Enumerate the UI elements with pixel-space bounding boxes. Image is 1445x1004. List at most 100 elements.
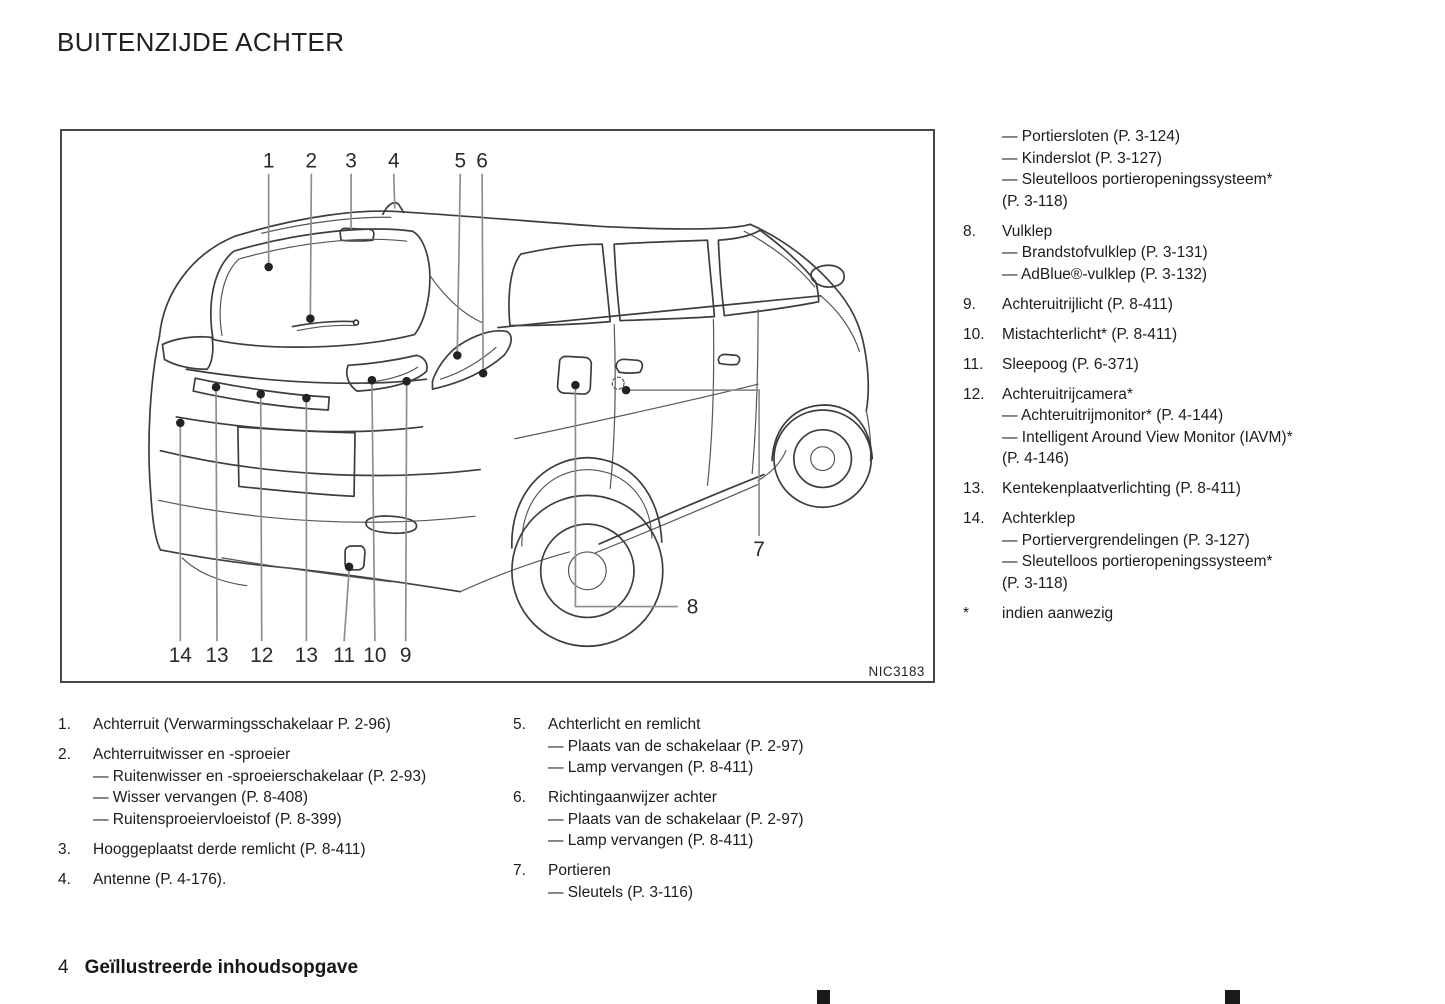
- legend-line: — Ruitensproeiervloeistof (P. 8-399): [93, 810, 342, 828]
- legend-line: Achterlicht en remlicht: [548, 716, 701, 733]
- legend-line: Achteruitrijlicht (P. 8-411): [1002, 295, 1173, 313]
- legend-item-lines: Achterruit (Verwarmingsschakelaar P. 2-9…: [93, 714, 391, 736]
- legend-item: — Portiersloten (P. 3-124)— Kinderslot (…: [963, 126, 1433, 212]
- legend-item-lines: Portieren — Sleutels (P. 3-116): [548, 860, 693, 903]
- callout-dot: [478, 368, 488, 378]
- callout-number: 9: [400, 644, 412, 667]
- legend-line: — Achteruitrijmonitor* (P. 4-144): [1002, 407, 1224, 424]
- callout-dot: [176, 418, 185, 428]
- legend-line: — Sleutels (P. 3-116): [548, 883, 694, 901]
- sill-line: [598, 473, 765, 545]
- legend-item: 8.Vulklep— Brandstofvulklep (P. 3-131)— …: [963, 221, 1433, 286]
- legend-item-lines: Achterlicht en remlicht — Plaats van de s…: [548, 714, 804, 779]
- callout-dot: [621, 385, 631, 395]
- windshield-line: [743, 230, 816, 288]
- callout-dot: [453, 351, 462, 360]
- left-tail-light: [161, 335, 214, 371]
- callout-line: [404, 385, 408, 642]
- legend-line: (P. 4-146): [1002, 450, 1069, 467]
- rear-wheel-rim: [539, 523, 635, 619]
- legend-item-number: 14.: [963, 510, 985, 527]
- callout-line: [574, 389, 678, 608]
- front-wheel-hub: [810, 446, 836, 472]
- tailgate-light-bar: [345, 354, 428, 392]
- legend-line: Vulklep: [1002, 222, 1053, 240]
- callout-number: 12: [250, 644, 273, 667]
- tailgate-light-inner: [360, 366, 419, 384]
- legend-line: — Ruitenwisser en -sproeierschakelaar (P…: [93, 767, 427, 785]
- legend-item: 13.Kentekenplaatverlichting (P. 8-411): [963, 478, 1433, 500]
- rear-wiper-arm: [291, 320, 355, 328]
- legend-line: — Portiersloten (P. 3-124): [1002, 128, 1181, 145]
- front-door-window: [717, 229, 820, 317]
- rear-window: [210, 228, 431, 348]
- callout-dot: [256, 389, 265, 399]
- legend-item-lines: — Portiersloten (P. 3-124)— Kinderslot (…: [1002, 126, 1273, 212]
- front-wheel-rim: [793, 428, 853, 489]
- under-bumper-shadow: [181, 557, 248, 587]
- legend-line: Achteruitrijcamera*: [1002, 385, 1133, 403]
- license-plate-recess: [237, 426, 356, 498]
- legend-line: Achterruitwisser en -sproeier: [93, 746, 291, 763]
- front-wheel-tire: [773, 409, 873, 509]
- legend-item-lines: Mistachterlicht* (P. 8-411): [1002, 324, 1177, 346]
- legend-line: (P. 3-118): [1002, 574, 1068, 592]
- legend-item: 10.Mistachterlicht* (P. 8-411): [963, 324, 1433, 346]
- legend-item-number: 6.: [513, 789, 526, 806]
- legend-line: — Sleutelloos portieropeningssysteem*: [1002, 553, 1273, 570]
- legend-item: 6. Richtingaanwijzer achter — Plaats van d…: [513, 787, 948, 852]
- callout-number: 2: [306, 150, 318, 173]
- rear-wheel-hub: [567, 551, 607, 591]
- legend-item-number: 12.: [963, 385, 985, 403]
- third-brake-light: [339, 227, 375, 242]
- callout-dot: [302, 393, 311, 403]
- legend-item-number: 11.: [963, 355, 984, 373]
- callout-number: 14: [169, 644, 192, 667]
- legend-line: — Portiervergrendelingen (P. 3-127): [1002, 531, 1250, 549]
- bumper-garnish-oval: [365, 515, 418, 535]
- legend-line: Achterruit (Verwarmingsschakelaar P. 2-9…: [93, 716, 391, 733]
- legend-item-lines: Kentekenplaatverlichting (P. 8-411): [1002, 478, 1241, 500]
- legend-line: Richtingaanwijzer achter: [548, 789, 717, 806]
- callout-number: 6: [476, 150, 488, 173]
- legend-item: 1.Achterruit (Verwarmingsschakelaar P. 2…: [58, 714, 523, 736]
- rear-wheel-arch: [511, 456, 663, 549]
- legend-line: — Plaats van de schakelaar (P. 2-97): [548, 810, 804, 828]
- front-door-handle: [717, 353, 741, 366]
- legend-item: 4.Antenne (P. 4-176).: [58, 869, 523, 891]
- legend-line: Portieren: [548, 862, 611, 879]
- page-title: BUITENZIJDE ACHTER: [57, 27, 345, 57]
- legend-item-number: 3.: [58, 840, 71, 858]
- callout-dot: [264, 262, 273, 272]
- side-tail-light-inner: [439, 346, 497, 380]
- legend-line: — Lamp vervangen (P. 8-411): [548, 832, 754, 849]
- rear-wheel-arch-inner: [521, 468, 653, 547]
- legend-item-number: 5.: [513, 716, 526, 733]
- tailgate-mid-crease: [175, 416, 424, 433]
- legend-line: — Plaats van de schakelaar (P. 2-97): [548, 737, 804, 755]
- legend-line: indien aanwezig: [1002, 604, 1114, 622]
- car-a-pillar: [749, 223, 870, 412]
- rear-door-handle: [615, 358, 644, 374]
- callout-number: 1: [263, 150, 275, 173]
- antenna-fin: [381, 201, 405, 216]
- callout-line: [343, 570, 350, 642]
- legend-item-lines: Achterruitwisser en -sproeier — Ruitenwis…: [93, 744, 426, 830]
- legend-line: — AdBlue®-vulklep (P. 3-132): [1002, 265, 1207, 283]
- legend-item-lines: Antenne (P. 4-176).: [93, 869, 226, 891]
- door-keyhole: [611, 376, 625, 390]
- figure-code: NIC3183: [869, 664, 925, 679]
- beltline: [497, 294, 822, 329]
- door-seam-mid: [706, 319, 715, 487]
- car-roof-line: [234, 210, 752, 238]
- legend-item-lines: Achteruitrijlicht (P. 8-411): [1002, 294, 1173, 316]
- legend-item-number: 9.: [963, 295, 976, 313]
- callout-line: [392, 173, 396, 209]
- sill-line-2: [594, 483, 759, 554]
- fuel-flap: [556, 355, 593, 395]
- page-number: 4: [58, 957, 69, 978]
- rear-window-inner: [219, 238, 408, 337]
- legend-item: 12. Achteruitrijcamera* — Achteruitrijmoni…: [963, 384, 1433, 470]
